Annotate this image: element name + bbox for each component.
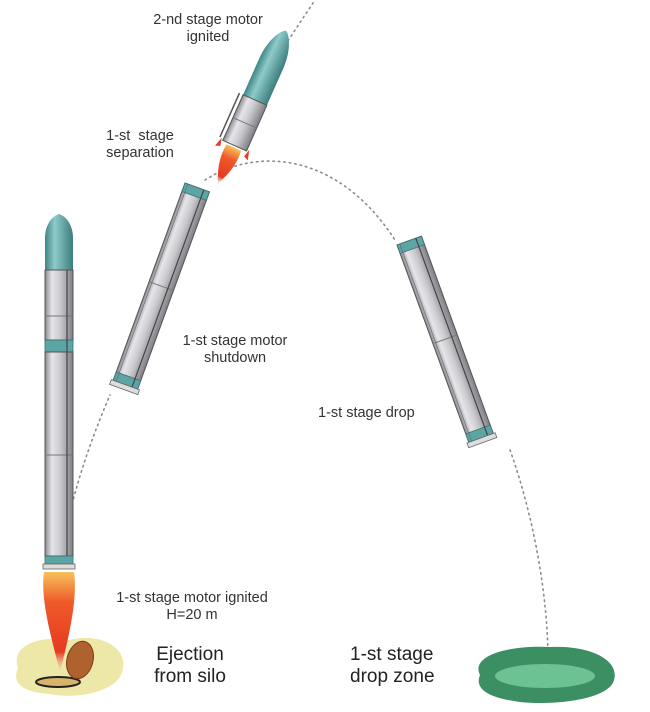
label-second-stage-ignited: 2-nd stage motor ignited bbox=[153, 12, 263, 45]
label-first-stage-ignited: 1-st stage motor ignited H=20 m bbox=[116, 590, 268, 623]
label-drop-zone: 1-st stage drop zone bbox=[350, 644, 435, 687]
label-first-stage-separation: 1-st stage separation bbox=[106, 128, 174, 161]
second-stage-rocket bbox=[214, 30, 289, 185]
silo-icon bbox=[16, 637, 124, 696]
label-ejection: Ejection from silo bbox=[154, 644, 226, 687]
label-first-stage-drop: 1-st stage drop bbox=[318, 405, 415, 421]
label-first-stage-shutdown: 1-st stage motor shutdown bbox=[182, 333, 288, 366]
flame-icon bbox=[43, 572, 75, 672]
drop-zone-icon bbox=[478, 646, 615, 704]
rocket-on-launch bbox=[42, 214, 76, 570]
